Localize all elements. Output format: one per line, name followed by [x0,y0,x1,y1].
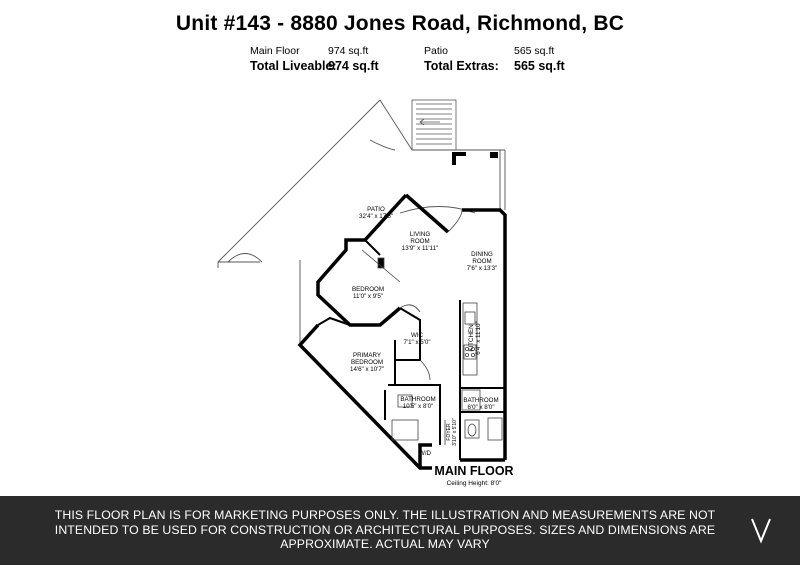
living-room-name: LIVING [410,231,430,238]
kitchen-dim: 6'4" x 11'10" [475,321,482,354]
disclaimer-text: THIS FLOOR PLAN IS FOR MARKETING PURPOSE… [54,508,716,551]
columns [452,152,498,165]
total-extras-value: 565 sq.ft [514,59,565,73]
fixtures [361,209,503,445]
wic-dim: 7'1" x 5'0" [403,339,430,346]
patio-outline [217,99,506,345]
patio-value: 565 sq.ft [514,45,555,57]
bathroom-1-dim: 10'5" x 8'0" [403,403,434,410]
patio-dim: 32'4" x 17'6" [359,213,393,220]
floor-plan: PATIO 32'4" x 17'6" LIVING ROOM 13'9" x … [217,99,514,487]
ceiling-height: Ceiling Height: 8'0" [447,480,503,487]
foyer-name: FOYER [446,423,452,441]
patio-label: Patio [424,45,448,57]
floor-label: MAIN FLOOR [434,464,513,478]
total-extras-label: Total Extras: [424,59,499,73]
interior-walls [317,239,505,460]
page-title: Unit #143 - 8880 Jones Road, Richmond, B… [175,12,625,35]
total-liveable-value: 974 sq.ft [328,59,379,73]
disclaimer-footer: THIS FLOOR PLAN IS FOR MARKETING PURPOSE… [0,496,800,565]
patio-name: PATIO [367,206,385,213]
living-room-dim: 13'9" x 11'11" [402,245,438,252]
bathroom-2-dim: 6'0" x 8'0" [467,404,494,411]
main-floor-label: Main Floor [250,45,300,57]
main-floor-value: 974 sq.ft [328,45,369,57]
washer-dryer-label: W/D [419,450,432,457]
bathroom-1-name: BATHROOM [400,396,435,403]
v-logo-icon [751,518,771,544]
dining-room-dim: 7'6" x 13'3" [467,265,498,272]
bathroom-2-name: BATHROOM [463,397,498,404]
total-liveable-label: Total Liveable: [250,59,337,73]
wic-name: WIC [411,332,424,339]
stairs [411,99,457,151]
kitchen-name: KITCHEN [468,324,475,351]
dining-room-name-2: ROOM [472,258,491,265]
dining-room-name: DINING [471,251,493,258]
primary-bedroom-name: PRIMARY [353,352,381,359]
foyer-dim: 3'10" x 5'10" [452,418,458,446]
primary-bedroom-name-2: BEDROOM [351,359,383,366]
unit-walls [297,193,507,470]
bedroom-dim: 11'0" x 9'5" [353,293,383,300]
primary-bedroom-dim: 14'6" x 10'7" [350,366,384,373]
bedroom-name: BEDROOM [352,286,384,293]
living-room-name-2: ROOM [410,238,429,245]
